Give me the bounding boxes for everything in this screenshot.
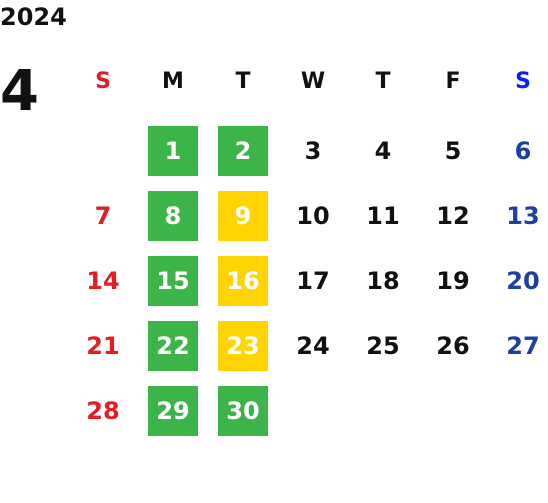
day-number[interactable]: 30	[218, 385, 268, 436]
week-row-2: 7 8 9 10 11 12 13	[68, 183, 548, 248]
weekday-sunday: S	[95, 68, 111, 94]
day-number[interactable]: 8	[148, 190, 198, 241]
day-number[interactable]: 25	[366, 331, 400, 360]
day-number[interactable]: 10	[296, 201, 330, 230]
day-number[interactable]: 18	[366, 266, 400, 295]
day-cell: 11	[348, 183, 418, 248]
day-cell-empty	[488, 378, 548, 443]
week-row-4: 21 22 23 24 25 26 27	[68, 313, 548, 378]
day-cell-empty	[348, 378, 418, 443]
day-number[interactable]: 28	[86, 396, 120, 425]
day-cell: 21	[68, 313, 138, 378]
day-number[interactable]: 5	[444, 136, 462, 165]
day-number[interactable]: 19	[436, 266, 470, 295]
day-cell: 24	[278, 313, 348, 378]
week-row-3: 14 15 16 17 18 19 20	[68, 248, 548, 313]
day-cell: 30	[208, 378, 278, 443]
day-number[interactable]: 20	[506, 266, 540, 295]
day-number[interactable]: 9	[218, 190, 268, 241]
day-cell-empty	[418, 378, 488, 443]
day-cell: 20	[488, 248, 548, 313]
day-number[interactable]: 7	[94, 201, 112, 230]
weekday-tuesday: T	[235, 68, 251, 94]
day-number[interactable]: 21	[86, 331, 120, 360]
day-cell: 15	[138, 248, 208, 313]
day-number[interactable]: 3	[304, 136, 322, 165]
day-cell: 29	[138, 378, 208, 443]
weekday-wednesday: W	[300, 68, 326, 94]
day-cell: 4	[348, 118, 418, 183]
day-cell: 6	[488, 118, 548, 183]
day-number[interactable]: 17	[296, 266, 330, 295]
day-number[interactable]: 13	[506, 201, 540, 230]
month-label: 4	[0, 59, 39, 124]
weekday-saturday: S	[515, 68, 531, 94]
day-number[interactable]: 16	[218, 255, 268, 306]
weekday-header-row: S M T W T F S	[68, 60, 548, 102]
day-cell: 14	[68, 248, 138, 313]
day-cell: 27	[488, 313, 548, 378]
day-cell: 18	[348, 248, 418, 313]
day-cell: 16	[208, 248, 278, 313]
day-number[interactable]: 11	[366, 201, 400, 230]
day-number[interactable]: 29	[148, 385, 198, 436]
day-cell: 22	[138, 313, 208, 378]
day-cell: 1	[138, 118, 208, 183]
day-number[interactable]: 24	[296, 331, 330, 360]
day-number[interactable]: 12	[436, 201, 470, 230]
day-number[interactable]: 27	[506, 331, 540, 360]
day-number[interactable]: 23	[218, 320, 268, 371]
day-number[interactable]: 15	[148, 255, 198, 306]
weekday-monday: M	[162, 68, 184, 94]
day-cell-empty	[68, 118, 138, 183]
day-cell: 23	[208, 313, 278, 378]
day-cell: 13	[488, 183, 548, 248]
day-cell-empty	[278, 378, 348, 443]
day-cell: 8	[138, 183, 208, 248]
year-label: 2024	[0, 3, 67, 31]
day-number[interactable]: 26	[436, 331, 470, 360]
weekday-thursday: T	[375, 68, 391, 94]
day-number[interactable]: 22	[148, 320, 198, 371]
day-cell: 12	[418, 183, 488, 248]
week-row-5: 28 29 30	[68, 378, 548, 443]
day-number[interactable]: 4	[374, 136, 392, 165]
day-cell: 25	[348, 313, 418, 378]
day-number[interactable]: 6	[514, 136, 532, 165]
day-cell: 3	[278, 118, 348, 183]
day-cell: 28	[68, 378, 138, 443]
day-cell: 17	[278, 248, 348, 313]
day-cell: 5	[418, 118, 488, 183]
day-number[interactable]: 1	[148, 125, 198, 176]
day-cell: 10	[278, 183, 348, 248]
day-number[interactable]: 14	[86, 266, 120, 295]
day-cell: 19	[418, 248, 488, 313]
day-number[interactable]: 2	[218, 125, 268, 176]
day-cell: 9	[208, 183, 278, 248]
week-row-1: 1 2 3 4 5 6	[68, 118, 548, 183]
weekday-friday: F	[445, 68, 461, 94]
day-cell: 2	[208, 118, 278, 183]
day-cell: 26	[418, 313, 488, 378]
day-cell: 7	[68, 183, 138, 248]
